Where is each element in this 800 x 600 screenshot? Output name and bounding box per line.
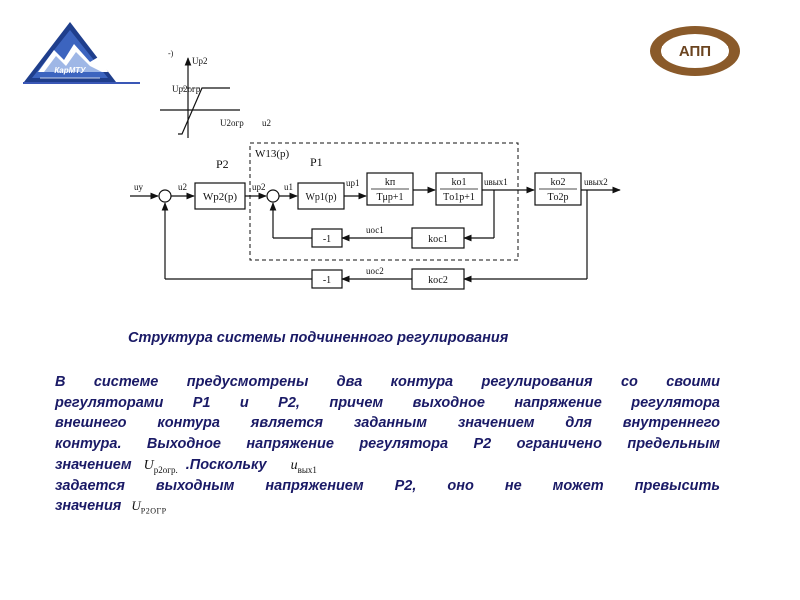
logo-karmtu: КарМТУ xyxy=(20,20,120,85)
block-wp2: Wр2(р) xyxy=(203,191,238,203)
signal-uos1: uос1 xyxy=(366,225,384,235)
paragraph-line-2: регуляторами Р1 и Р2, причем выходное на… xyxy=(55,394,720,411)
label-w13: W13(р) xyxy=(255,148,290,160)
char-x-label: u2 xyxy=(262,118,271,128)
paragraph-line-6: задается выходным напряжением Р2, оно не… xyxy=(55,477,720,494)
description-paragraph: В системе предусмотрены два контура регу… xyxy=(55,372,720,517)
signal-uvyx2: uвых2 xyxy=(584,177,608,187)
paragraph-line-1: В системе предусмотрены два контура регу… xyxy=(55,374,720,390)
block-k3-num: kо2 xyxy=(551,177,566,188)
paragraph-line-7-start: значения xyxy=(55,498,122,515)
char-corner-mark: -) xyxy=(168,49,174,58)
paragraph-line-5: значением Uр2огр. .Поскольку uвых1 xyxy=(55,455,720,476)
paragraph-line-4: контура. Выходное напряжение регулятора … xyxy=(55,436,720,453)
block-k1-num: kп xyxy=(385,177,396,188)
paragraph-line-5-start: значением xyxy=(55,456,132,473)
block-neg1: -1 xyxy=(323,234,331,245)
diagram-caption: Структура системы подчиненного регулиров… xyxy=(128,330,509,346)
signal-uos2: uос2 xyxy=(366,266,384,276)
logo-left-text: КарМТУ xyxy=(54,66,86,75)
label-p1: Р1 xyxy=(310,155,323,169)
signal-uy: uу xyxy=(134,182,144,192)
block-k2-num: kо1 xyxy=(452,177,467,188)
block-wp1: Wр1(р) xyxy=(305,192,336,203)
signal-u2: u2 xyxy=(178,182,187,192)
header-underline xyxy=(23,82,140,84)
logo-app: АПП xyxy=(648,24,742,78)
block-neg2: -1 xyxy=(323,275,331,286)
signal-up1: uр1 xyxy=(346,178,360,188)
block-kos2: kос2 xyxy=(428,275,448,286)
control-system-diagram: -) Uр2 Uр2огр U2огр u2 Р2 Р1 W13(р) uу u… xyxy=(130,49,621,290)
signal-uvyx1: uвых1 xyxy=(484,177,508,187)
signal-up2: uр2 xyxy=(252,182,266,192)
label-p2: Р2 xyxy=(216,157,229,171)
symbol-up2ogr: Uр2огр. xyxy=(143,457,178,475)
symbol-up2ogr-caps: UР2ОГР xyxy=(131,498,167,516)
char-neg-limit-label: U2огр xyxy=(220,118,244,128)
char-limit-label: Uр2огр xyxy=(172,84,201,94)
block-k3-den: Tо2р xyxy=(547,192,568,203)
block-kos1: kос1 xyxy=(428,234,448,245)
symbol-uvyx1: uвых1 xyxy=(290,457,317,475)
paragraph-line-5-middle: .Поскольку xyxy=(185,456,267,473)
block-k1-den: Tμр+1 xyxy=(376,192,403,203)
block-k2-den: Tо1р+1 xyxy=(443,192,475,203)
char-y-label: Uр2 xyxy=(192,56,208,66)
paragraph-line-7: значения UР2ОГР xyxy=(55,496,720,517)
paragraph-line-3: внешнего контура является заданным значе… xyxy=(55,415,720,432)
signal-u1: u1 xyxy=(284,182,293,192)
logo-right-text: АПП xyxy=(679,43,711,60)
